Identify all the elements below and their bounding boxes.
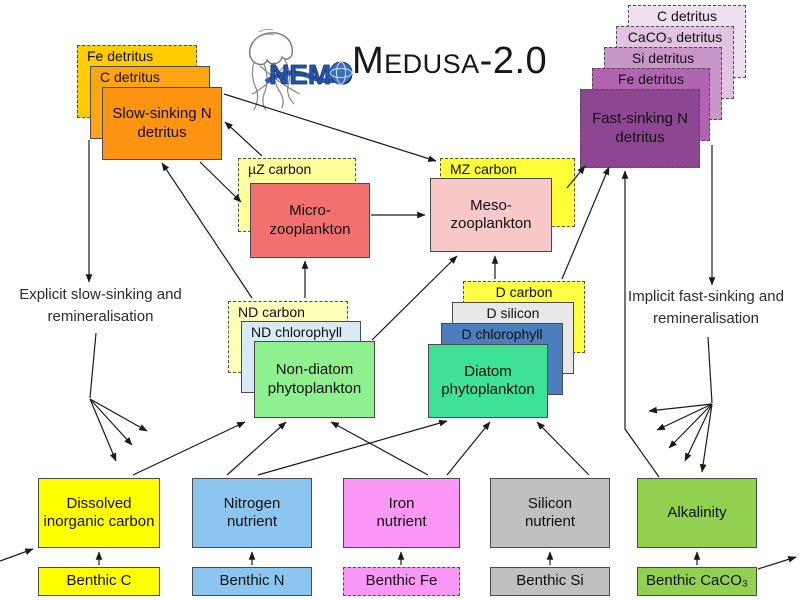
node-slow-n-detritus: Slow-sinking N detritus	[102, 87, 222, 160]
node-benthic-c: Benthic C	[38, 567, 160, 596]
globe-icon	[329, 61, 353, 85]
nemo-logo: NEMO	[249, 28, 353, 111]
node-mesozooplankton: Meso-zooplankton	[430, 178, 552, 252]
node-benthic-caco3: Benthic CaCO₃	[637, 567, 757, 596]
node-d-phytoplankton: Diatom phytoplankton	[428, 344, 548, 418]
node-benthic-si: Benthic Si	[490, 567, 610, 596]
node-fast-n-detritus: Fast-sinking N detritus	[580, 89, 700, 168]
node-nitrogen-nutrient: Nitrogen nutrient	[192, 478, 312, 548]
node-nd-phytoplankton: Non-diatom phytoplankton	[254, 341, 375, 418]
node-silicon-nutrient: Silicon nutrient	[490, 478, 610, 548]
page-title: Medusa-2.0	[352, 40, 548, 82]
node-benthic-fe: Benthic Fe	[343, 567, 460, 596]
slow-sinking-note: Explicit slow-sinking and remineralisati…	[19, 286, 182, 325]
node-dic: Dissolved inorganic carbon	[38, 478, 160, 548]
node-alkalinity: Alkalinity	[637, 478, 757, 548]
node-benthic-n: Benthic N	[192, 567, 312, 596]
fast-sinking-note: Implicit fast-sinking and remineralisati…	[628, 288, 784, 327]
node-microzooplankton: Micro-zooplankton	[250, 183, 370, 258]
node-iron-nutrient: Iron nutrient	[343, 478, 460, 548]
